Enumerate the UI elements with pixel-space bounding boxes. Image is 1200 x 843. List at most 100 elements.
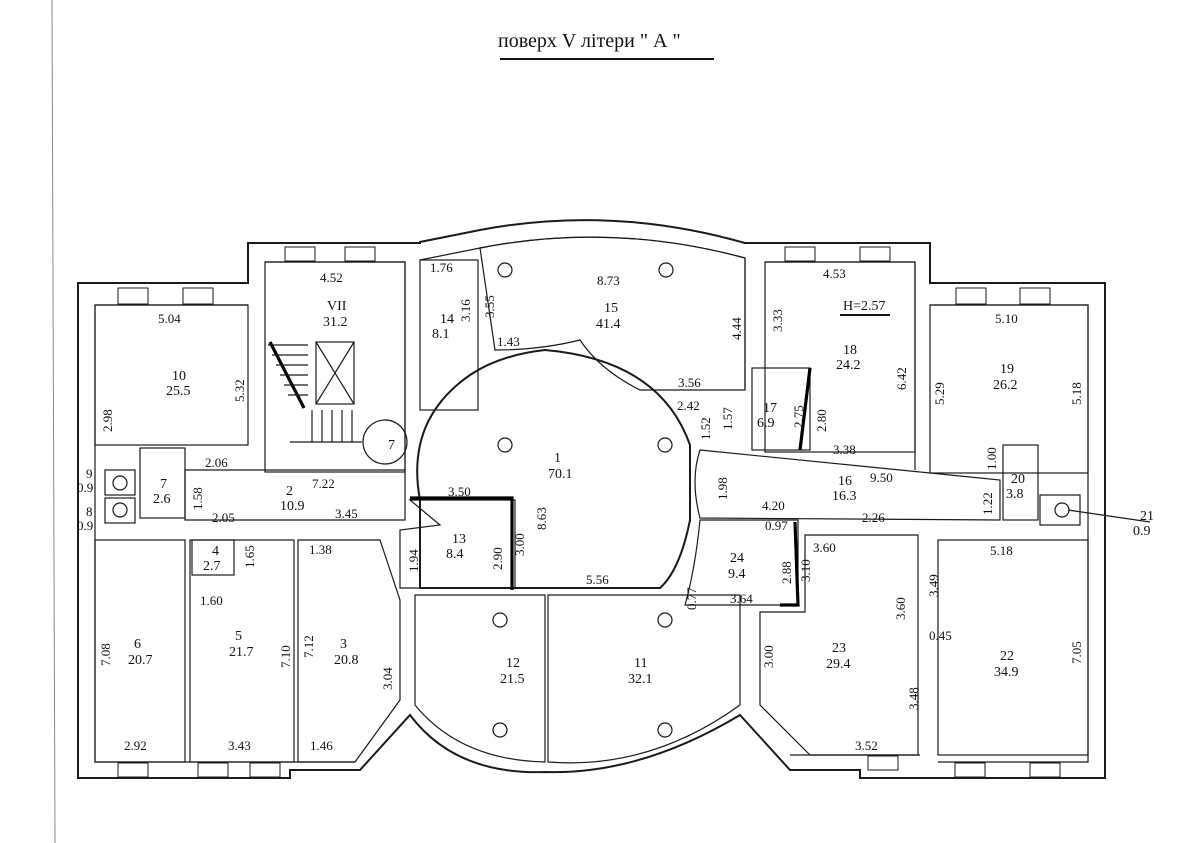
room-10-area: 25.5 bbox=[166, 384, 191, 399]
room-21-num: 21 bbox=[1140, 509, 1154, 524]
dimension-label: 4.44 bbox=[729, 317, 744, 340]
dimension-label: 0.77 bbox=[684, 587, 699, 610]
dimension-label: 7.12 bbox=[301, 635, 316, 658]
room-9-area: 0.9 bbox=[77, 480, 93, 495]
dimension-label: 3.60 bbox=[813, 540, 836, 555]
room-21-outline bbox=[1039, 494, 1081, 526]
dimension-label: 3.45 bbox=[335, 506, 358, 521]
dimension-label: 1.65 bbox=[242, 545, 257, 568]
room-2-outline bbox=[184, 469, 406, 521]
room-20-outline bbox=[1002, 444, 1039, 521]
room-21-area: 0.9 bbox=[1133, 524, 1151, 539]
room-5-outline bbox=[189, 539, 295, 763]
room-22-num: 22 bbox=[1000, 649, 1014, 664]
room-22-area: 34.9 bbox=[994, 665, 1019, 680]
dimension-label: 3.00 bbox=[512, 533, 527, 556]
room-8-outline bbox=[104, 497, 136, 524]
room-6-num: 6 bbox=[134, 637, 141, 652]
room-9-fixture bbox=[112, 475, 128, 491]
room-3-outline bbox=[297, 539, 401, 763]
dimension-label: 1.57 bbox=[720, 407, 735, 430]
room-12-outline bbox=[414, 594, 546, 763]
room-16-num: 16 bbox=[838, 474, 852, 489]
room-VII-area: 31.2 bbox=[323, 315, 348, 330]
room-9-num: 9 bbox=[86, 466, 93, 481]
dimension-label: 0.45 bbox=[929, 628, 952, 643]
room-4-outline bbox=[191, 539, 235, 576]
room-7-num: 7 bbox=[160, 477, 167, 492]
dimension-labels: 4.52 1.76 3.55 3.16 8.73 4.53 4.44 3.33 … bbox=[98, 260, 1084, 753]
room-3-num: 3 bbox=[340, 637, 347, 652]
dimension-label: 1.52 bbox=[698, 417, 713, 440]
room-16-area: 16.3 bbox=[832, 489, 857, 504]
dimension-label: 7.05 bbox=[1069, 641, 1084, 664]
room-11-area: 32.1 bbox=[628, 672, 653, 687]
room-24-area: 9.4 bbox=[728, 567, 746, 582]
dimension-label: 5.56 bbox=[586, 572, 609, 587]
dimension-label: 2.90 bbox=[490, 547, 505, 570]
room-VII-outline bbox=[264, 261, 406, 473]
dimension-label: 9.50 bbox=[870, 470, 893, 485]
room-23-num: 23 bbox=[832, 641, 846, 656]
dimension-label: 2.75 bbox=[791, 405, 806, 428]
room-24-num: 24 bbox=[730, 551, 744, 566]
room-11-outline bbox=[547, 594, 741, 764]
dimension-label: 3.48 bbox=[906, 687, 921, 710]
ceiling-height-label: H=2.57 bbox=[843, 299, 886, 314]
dimension-label: 3.64 bbox=[730, 591, 753, 606]
room-17-num: 17 bbox=[763, 401, 777, 416]
room-1-outline bbox=[416, 348, 691, 589]
outer-wall bbox=[77, 219, 1106, 779]
room-17-bold-wall bbox=[798, 367, 812, 451]
dimension-label: 3.16 bbox=[458, 299, 473, 322]
dimension-label: 8.63 bbox=[534, 507, 549, 530]
room-23-outline bbox=[759, 534, 919, 756]
room-1-area: 70.1 bbox=[548, 467, 573, 482]
room-18-area: 24.2 bbox=[836, 358, 861, 373]
room-23-area: 29.4 bbox=[826, 657, 851, 672]
room-12-area: 21.5 bbox=[500, 672, 525, 687]
room-13-area: 8.4 bbox=[446, 547, 464, 562]
dimension-label: 2.42 bbox=[677, 398, 700, 413]
room-15-area: 41.4 bbox=[596, 317, 621, 332]
room-8-num: 8 bbox=[86, 504, 93, 519]
room-8-fixture bbox=[112, 502, 128, 518]
dimension-label: 1.46 bbox=[310, 738, 333, 753]
room-9-outline bbox=[104, 469, 136, 496]
dimension-label: 3.52 bbox=[855, 738, 878, 753]
dimension-label: 2.80 bbox=[814, 409, 829, 432]
dimension-label: 5.18 bbox=[990, 543, 1013, 558]
room-18-num: 18 bbox=[843, 343, 857, 358]
dimension-label: 2.26 bbox=[862, 510, 885, 525]
dimension-label: 3.49 bbox=[926, 574, 941, 597]
page-margin-line bbox=[51, 0, 56, 843]
room-20-area: 3.8 bbox=[1006, 487, 1024, 502]
room-10-outline bbox=[94, 304, 249, 446]
dimension-label: 7.08 bbox=[98, 643, 113, 666]
dimension-label: 5.10 bbox=[995, 311, 1018, 326]
dimension-label: 1.98 bbox=[715, 477, 730, 500]
dimension-label: 3.50 bbox=[448, 484, 471, 499]
stair-circle-marker bbox=[362, 419, 408, 465]
room-15-num: 15 bbox=[604, 301, 618, 316]
dimension-label: 3.43 bbox=[228, 738, 251, 753]
dimension-label: 4.52 bbox=[320, 270, 343, 285]
dimension-label: 1.58 bbox=[190, 487, 205, 510]
room-12-num: 12 bbox=[506, 656, 520, 671]
dimension-label: 5.32 bbox=[232, 379, 247, 402]
ceiling-lamps bbox=[492, 262, 674, 738]
outer-wall-inner bbox=[94, 236, 1089, 763]
dimension-label: 3.04 bbox=[380, 667, 395, 690]
dimension-label: 1.38 bbox=[309, 542, 332, 557]
plan-title: поверх V літери " А " bbox=[498, 30, 681, 52]
room-8-area: 0.9 bbox=[77, 518, 93, 533]
dimension-label: 7.10 bbox=[278, 645, 293, 668]
dimension-label: 4.20 bbox=[762, 498, 785, 513]
room-13-bold-wall bbox=[410, 496, 514, 590]
room-21-fixture bbox=[1054, 502, 1070, 518]
room-10-num: 10 bbox=[172, 369, 186, 384]
stair-steps bbox=[268, 344, 362, 443]
dimension-label: 3.56 bbox=[678, 375, 701, 390]
room-19-outline bbox=[929, 304, 1089, 474]
room-7-area: 2.6 bbox=[153, 492, 171, 507]
